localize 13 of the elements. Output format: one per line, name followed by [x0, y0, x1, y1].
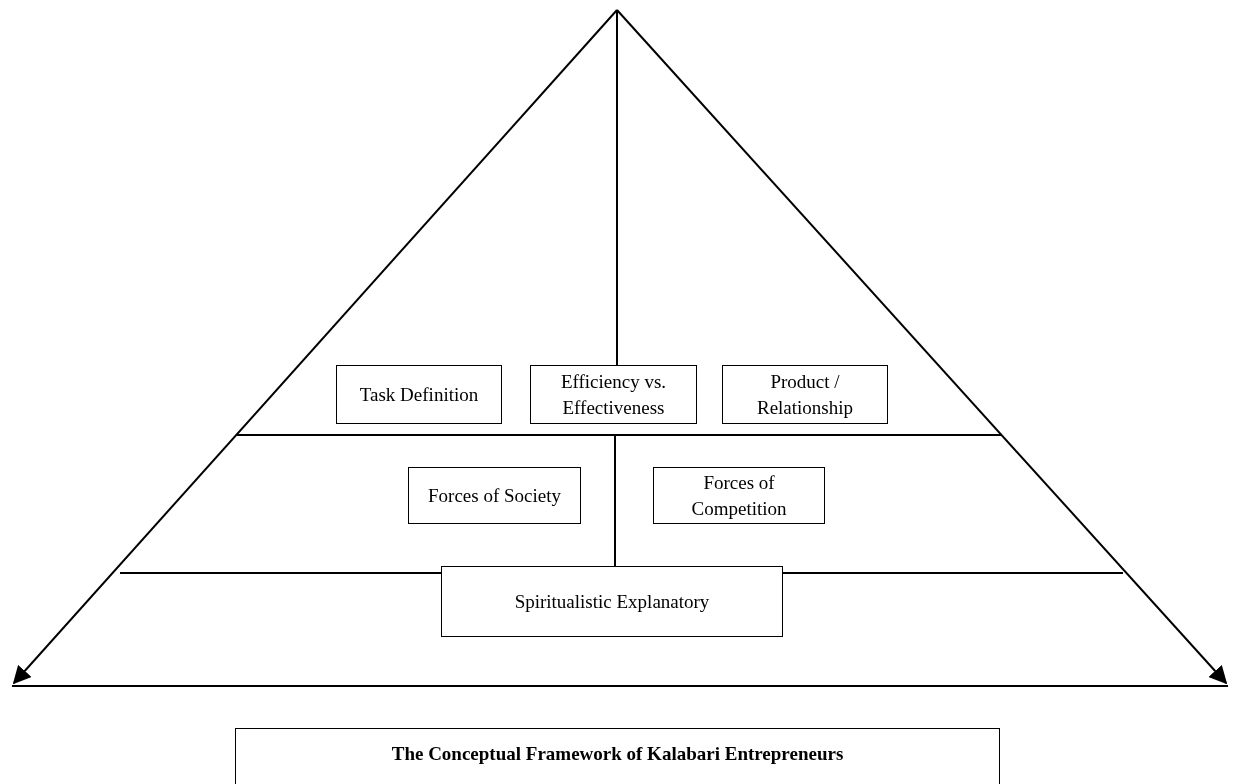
concept-box [530, 365, 697, 424]
concept-box [441, 566, 783, 637]
box-label: Forces of Society [428, 483, 561, 508]
box-label: Forces of Competition [690, 470, 788, 521]
box-label: Task Definition [359, 382, 479, 407]
box-label: Efficiency vs. Effectiveness [559, 369, 668, 420]
concept-box [653, 467, 825, 524]
caption: The Conceptual Framework of Kalabari Entrepreneurs [235, 728, 1000, 784]
box-label: Spiritualistic Explanatory [514, 589, 710, 614]
concept-box [408, 467, 581, 524]
concept-box [336, 365, 502, 424]
concept-box [722, 365, 888, 424]
box-label: Product / Relationship [755, 369, 855, 420]
